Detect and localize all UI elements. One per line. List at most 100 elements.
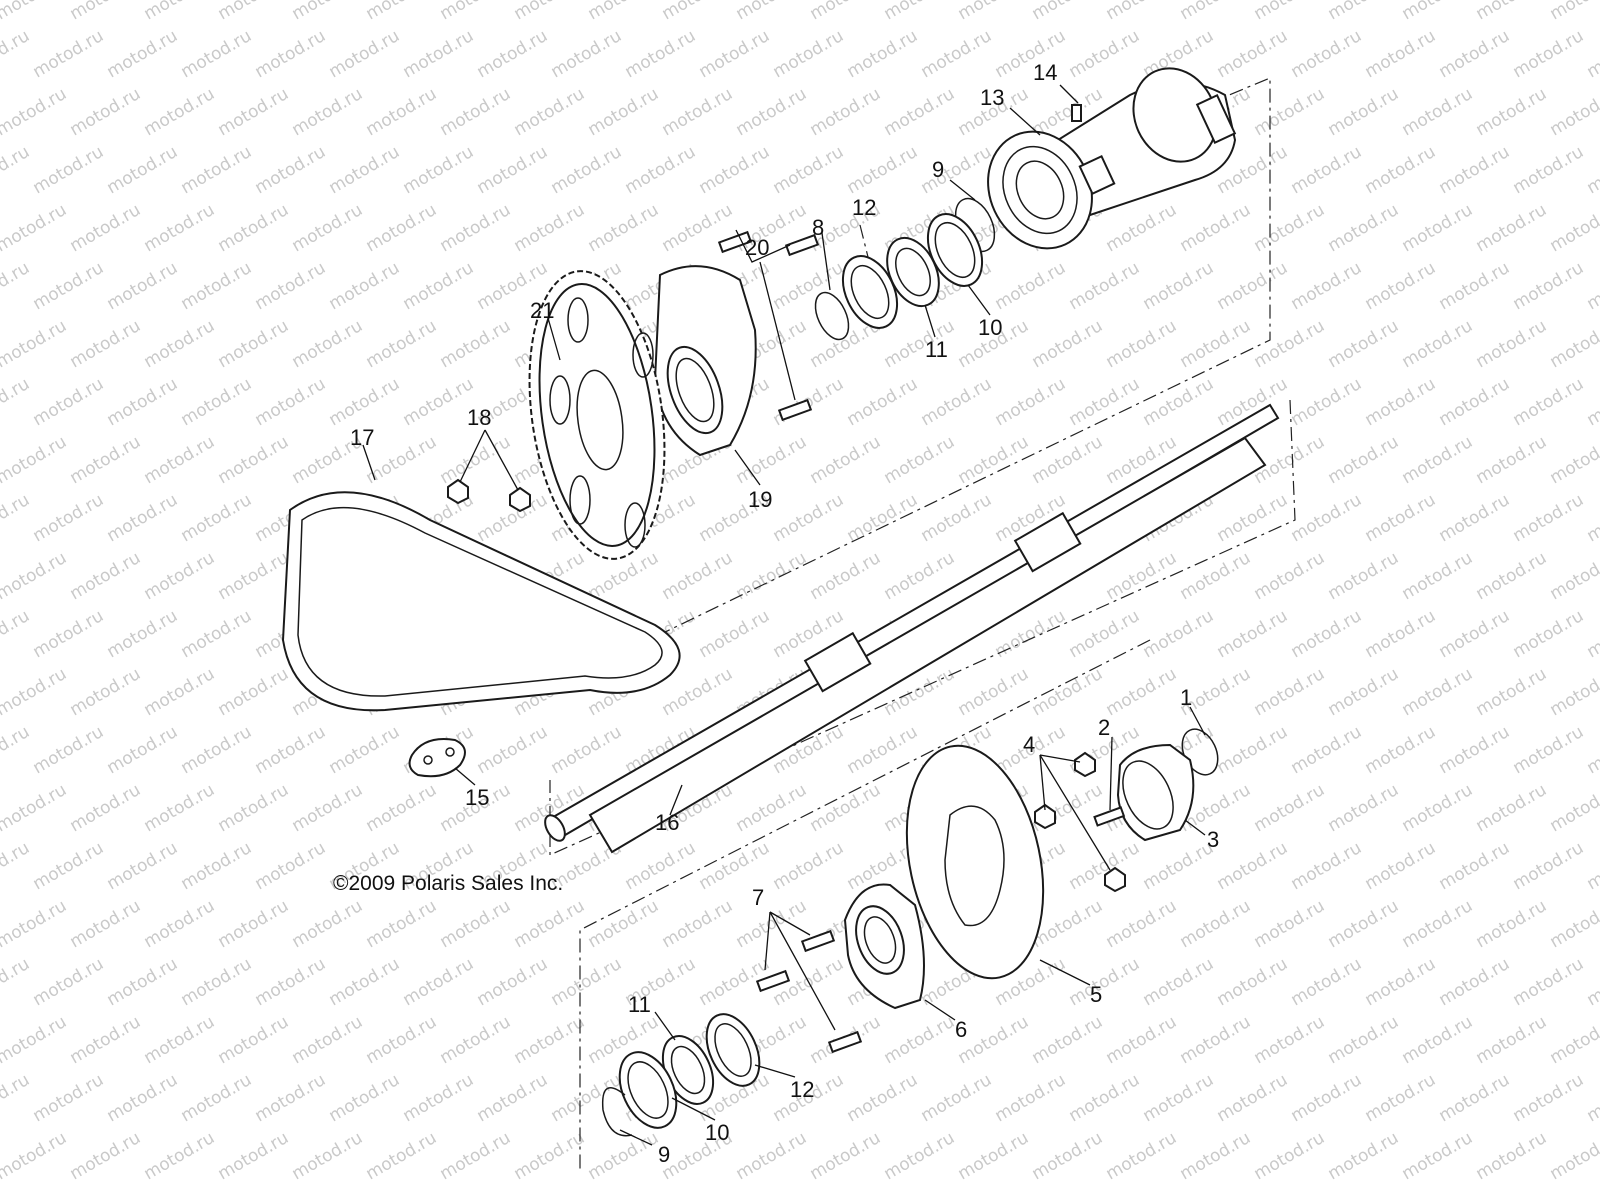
- watermark-text: motod.ru: [1325, 200, 1403, 256]
- watermark-text: motod.ru: [104, 258, 182, 314]
- watermark-text: motod.ru: [215, 780, 293, 836]
- watermark-text: motod.ru: [215, 1012, 293, 1068]
- watermark-text: motod.ru: [363, 1012, 441, 1068]
- watermark-text: motod.ru: [1325, 1128, 1403, 1184]
- watermark-text: motod.ru: [1325, 896, 1403, 952]
- watermark-text: motod.ru: [1510, 954, 1588, 1010]
- watermark-text: motod.ru: [1103, 548, 1181, 604]
- watermark-text: motod.ru: [363, 200, 441, 256]
- bearing-10-bottom: [618, 1051, 678, 1129]
- callout-8: 8: [812, 215, 824, 240]
- watermark-text: motod.ru: [1510, 838, 1588, 894]
- watermark-text: motod.ru: [104, 490, 182, 546]
- watermark-text: motod.ru: [215, 200, 293, 256]
- watermark-text: motod.ru: [1510, 1070, 1588, 1126]
- watermark-text: motod.ru: [1436, 142, 1514, 198]
- watermark-text: motod.ru: [0, 0, 70, 24]
- bearing-housing-3: [1116, 743, 1195, 842]
- master-link-15: [408, 738, 466, 778]
- watermark-text: motod.ru: [585, 84, 663, 140]
- watermark-text: motod.ru: [215, 664, 293, 720]
- watermark-text: motod.ru: [844, 142, 922, 198]
- watermark-text: motod.ru: [1103, 316, 1181, 372]
- watermark-text: motod.ru: [215, 432, 293, 488]
- watermark-text: motod.ru: [289, 1128, 367, 1184]
- watermark-text: motod.ru: [1288, 722, 1366, 778]
- callout-6: 6: [955, 1017, 967, 1042]
- watermark-text: motod.ru: [1214, 838, 1292, 894]
- watermark-text: motod.ru: [67, 780, 145, 836]
- watermark-text: motod.ru: [918, 374, 996, 430]
- watermark-text: motod.ru: [0, 838, 33, 894]
- watermark-text: motod.ru: [30, 1070, 108, 1126]
- watermark-text: motod.ru: [0, 1070, 33, 1126]
- watermark-text: motod.ru: [1362, 490, 1440, 546]
- watermark-text: motod.ru: [918, 142, 996, 198]
- watermark-text: motod.ru: [844, 490, 922, 546]
- watermark-text: motod.ru: [1140, 606, 1218, 662]
- watermark-text: motod.ru: [1436, 26, 1514, 82]
- watermark-text: motod.ru: [104, 142, 182, 198]
- watermark-text: motod.ru: [770, 26, 848, 82]
- watermark-text: motod.ru: [659, 84, 737, 140]
- watermark-text: motod.ru: [0, 1012, 70, 1068]
- watermark-text: motod.ru: [437, 1012, 515, 1068]
- watermark-text: motod.ru: [881, 432, 959, 488]
- watermark-text: motod.ru: [1510, 142, 1588, 198]
- watermark-text: motod.ru: [1103, 1128, 1181, 1184]
- watermark-text: motod.ru: [1029, 664, 1107, 720]
- callout-16: 16: [655, 810, 679, 835]
- callout-14: 14: [1033, 60, 1057, 85]
- watermark-text: motod.ru: [326, 258, 404, 314]
- watermark-text: motod.ru: [511, 200, 589, 256]
- watermark-text: motod.ru: [1547, 1012, 1600, 1068]
- watermark-text: motod.ru: [1251, 316, 1329, 372]
- watermark-text: motod.ru: [1362, 838, 1440, 894]
- watermark-text: motod.ru: [104, 838, 182, 894]
- watermark-text: motod.ru: [437, 1128, 515, 1184]
- watermark-text: motod.ru: [696, 26, 774, 82]
- callout-19: 19: [748, 487, 772, 512]
- watermark-text: motod.ru: [1584, 954, 1600, 1010]
- watermark-text: motod.ru: [807, 0, 885, 24]
- watermark-text: motod.ru: [1473, 0, 1551, 24]
- watermark-text: motod.ru: [1510, 258, 1588, 314]
- brake-disc-5: [905, 744, 1045, 980]
- watermark-text: motod.ru: [252, 258, 330, 314]
- watermark-text: motod.ru: [1066, 1070, 1144, 1126]
- watermark-text: motod.ru: [215, 84, 293, 140]
- watermark-text: motod.ru: [1436, 490, 1514, 546]
- watermark-text: motod.ru: [1251, 780, 1329, 836]
- watermark-text: motod.ru: [1399, 316, 1477, 372]
- watermark-text: motod.ru: [326, 1070, 404, 1126]
- watermark-text: motod.ru: [104, 606, 182, 662]
- watermark-text: motod.ru: [178, 1070, 256, 1126]
- watermark-text: motod.ru: [1251, 1012, 1329, 1068]
- watermark-text: motod.ru: [0, 84, 70, 140]
- watermark-text: motod.ru: [1362, 26, 1440, 82]
- watermark-text: motod.ru: [1362, 1070, 1440, 1126]
- watermark-text: motod.ru: [622, 838, 700, 894]
- watermark-text: motod.ru: [104, 1070, 182, 1126]
- watermark-text: motod.ru: [1140, 954, 1218, 1010]
- watermark-text: motod.ru: [881, 1012, 959, 1068]
- watermark-text: motod.ru: [289, 200, 367, 256]
- watermark-text: motod.ru: [1325, 1012, 1403, 1068]
- watermark-text: motod.ru: [215, 0, 293, 24]
- watermark-text: motod.ru: [1325, 780, 1403, 836]
- watermark-text: motod.ru: [30, 142, 108, 198]
- watermark-text: motod.ru: [1547, 84, 1600, 140]
- watermark-text: motod.ru: [1547, 548, 1600, 604]
- watermark-text: motod.ru: [0, 780, 70, 836]
- copyright-notice: ©2009 Polaris Sales Inc.: [333, 872, 563, 895]
- watermark-text: motod.ru: [141, 548, 219, 604]
- watermark-text: motod.ru: [67, 896, 145, 952]
- watermark-text: motod.ru: [1177, 896, 1255, 952]
- watermark-text: motod.ru: [252, 26, 330, 82]
- watermark-text: motod.ru: [548, 142, 626, 198]
- watermark-text: motod.ru: [1214, 1070, 1292, 1126]
- watermark-text: motod.ru: [1029, 432, 1107, 488]
- watermark-text: motod.ru: [511, 1012, 589, 1068]
- watermark-text: motod.ru: [1251, 1128, 1329, 1184]
